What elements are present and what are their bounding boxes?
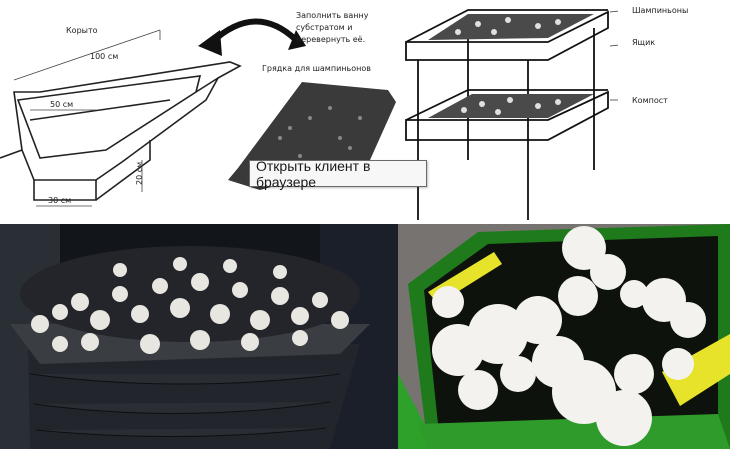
trough-label: Корыто (66, 26, 98, 35)
tooltip-text: Открыть клиент в браузере (256, 157, 371, 190)
height-dimension: 20 см (135, 161, 144, 185)
open-in-browser-tooltip[interactable]: Открыть клиент в браузере (249, 157, 427, 190)
instruction-text: Заполнить ванну субстратом и перевернуть… (296, 11, 369, 44)
bottom-width-dimension: 30 см (48, 196, 72, 205)
flip-arrow-icon (198, 18, 306, 56)
shelf-rack-drawing (405, 9, 618, 220)
rack-label-mushrooms: Шампиньоны (632, 6, 689, 15)
length-dimension: 100 см (90, 52, 119, 61)
bed-label: Грядка для шампиньонов (262, 64, 371, 73)
photo-mushroom-container (398, 224, 730, 449)
rack-label-box: Ящик (632, 38, 656, 47)
top-width-dimension: 50 см (50, 100, 74, 109)
rack-label-compost: Компост (632, 96, 668, 105)
trough-drawing (0, 29, 242, 207)
mushroom-sack-image (0, 224, 398, 449)
mushroom-container-image (398, 224, 730, 449)
photo-mushroom-sack (0, 224, 398, 449)
